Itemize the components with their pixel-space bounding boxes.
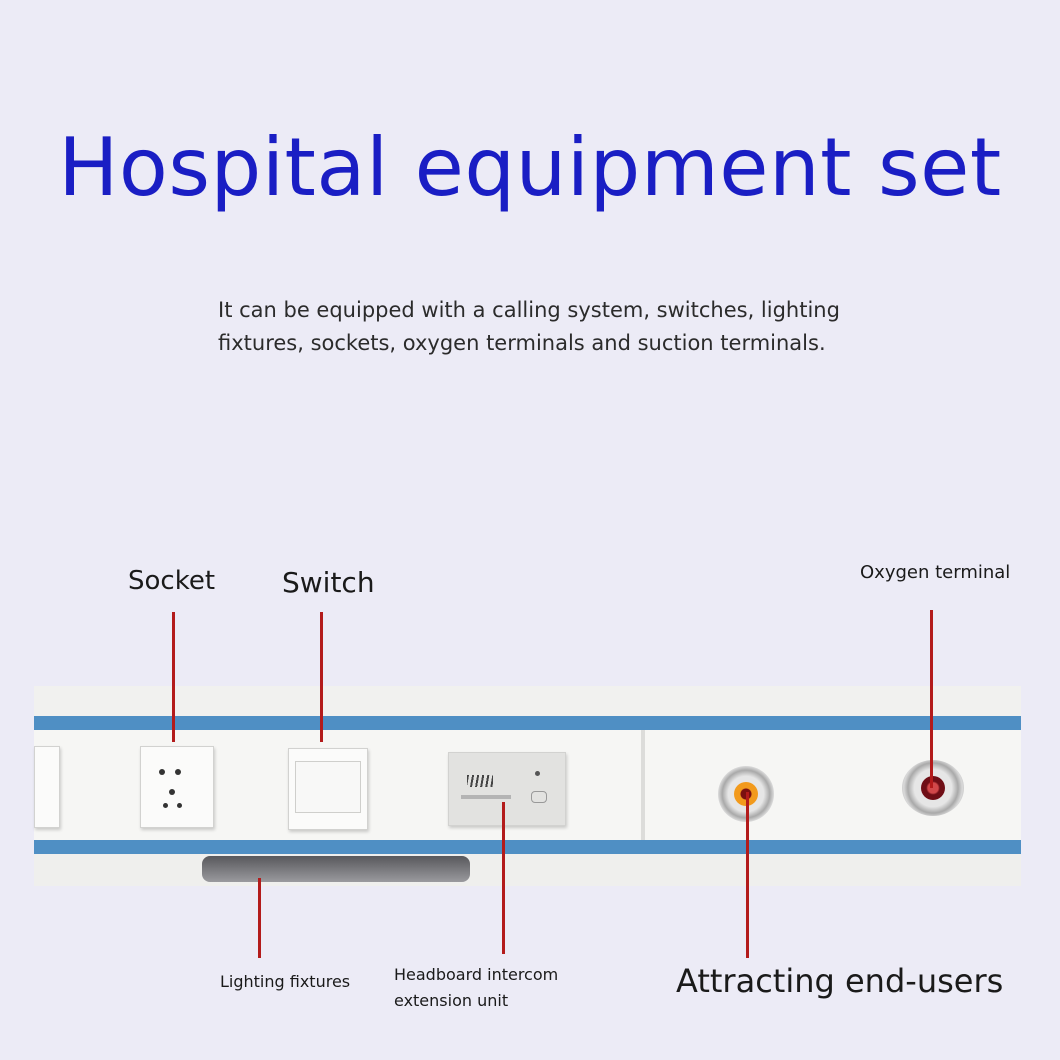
edge-plate <box>34 746 60 828</box>
attracting-label: Attracting end-users <box>676 962 1004 1000</box>
socket-label: Socket <box>128 566 216 596</box>
oxygen-terminal-icon <box>902 760 964 816</box>
socket-icon <box>140 746 214 828</box>
socket-hole <box>159 769 165 775</box>
socket-hole <box>169 789 175 795</box>
page-title: Hospital equipment set <box>58 121 1002 214</box>
headboard-intercom-label: Headboard intercom extension unit <box>394 965 559 1010</box>
rail-bottom-trim <box>34 854 1021 886</box>
description-text: It can be equipped with a calling system… <box>218 298 840 355</box>
switch-rocker <box>295 761 361 813</box>
rail-top-trim <box>34 686 1021 716</box>
switch-leader-line <box>320 612 323 742</box>
lighting-strip-icon <box>202 856 470 882</box>
lighting-fixtures-label: Lighting fixtures <box>220 972 351 991</box>
bed-head-unit-rail <box>34 686 1021 886</box>
rail-stripe-bottom <box>34 840 1021 854</box>
oxygen-terminal-label: Oxygen terminal <box>860 562 1011 583</box>
socket-hole <box>177 803 182 808</box>
rail-stripe-top <box>34 716 1021 730</box>
socket-hole <box>163 803 168 808</box>
terminal-core <box>921 776 945 800</box>
intercom-icon <box>448 752 566 826</box>
intercom-leader-line <box>502 802 505 954</box>
intercom-indicator <box>535 771 540 776</box>
socket-hole <box>175 769 181 775</box>
lighting-leader-line <box>258 878 261 958</box>
intercom-button <box>531 791 547 803</box>
intercom-marking <box>461 795 511 799</box>
suction-leader-line <box>746 792 749 958</box>
socket-leader-line <box>172 612 175 742</box>
oxygen-leader-line <box>930 610 933 788</box>
speaker-grill <box>467 775 493 787</box>
switch-icon <box>288 748 368 830</box>
panel-divider <box>641 730 645 840</box>
switch-label: Switch <box>282 566 375 599</box>
